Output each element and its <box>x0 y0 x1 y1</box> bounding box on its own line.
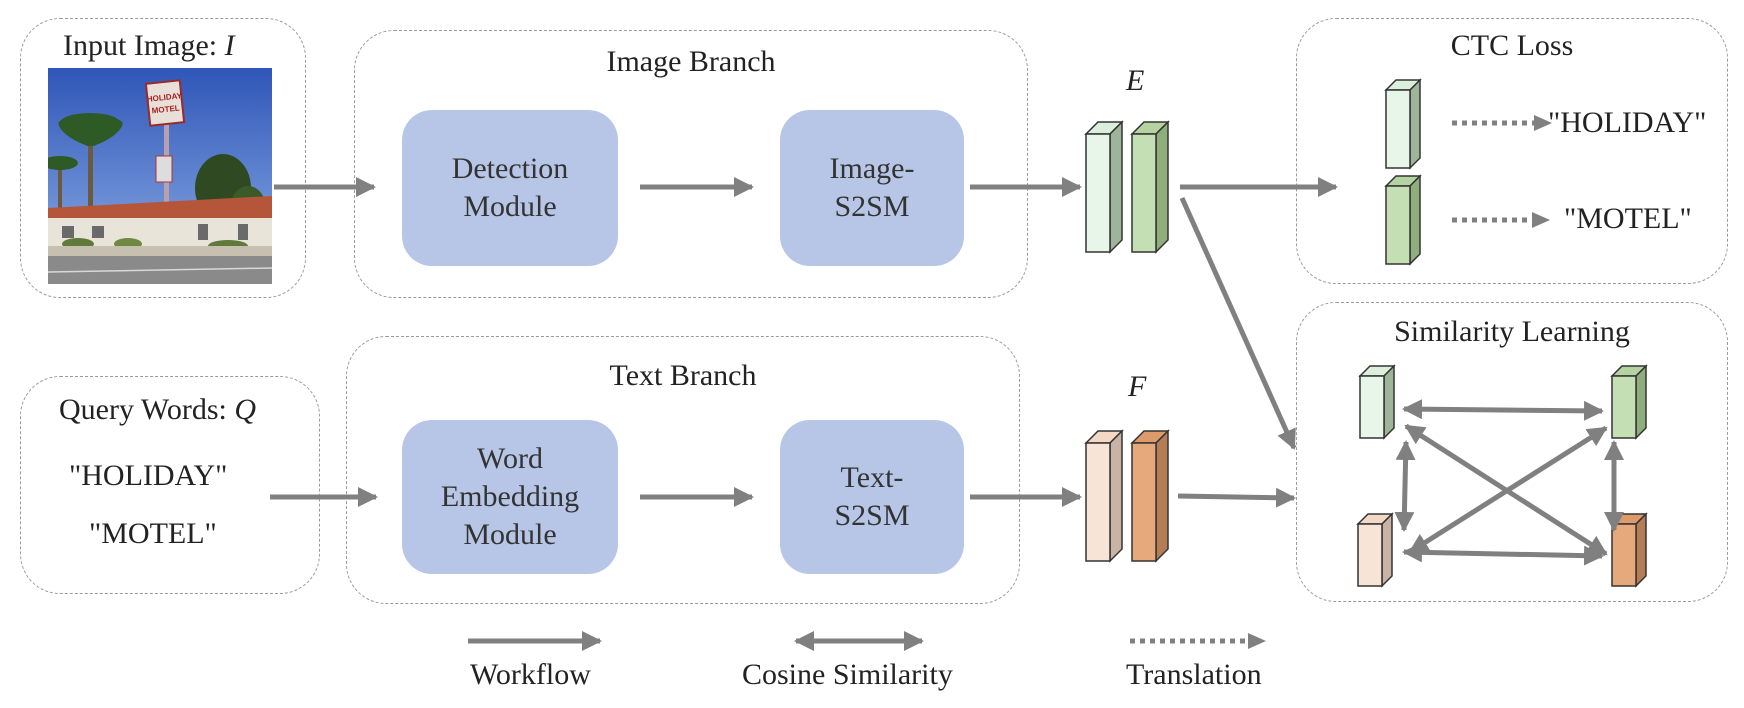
embedding-f-block-2 <box>1130 429 1170 563</box>
input-image-title: Input Image: I <box>63 29 235 63</box>
query-word-2: "MOTEL" <box>89 517 217 550</box>
embedding-f-symbol: F <box>1128 370 1147 403</box>
embedding-e-symbol: E <box>1126 64 1145 97</box>
embedding-f-block-1 <box>1084 429 1124 563</box>
ctc-loss-title: CTC Loss <box>1450 29 1574 62</box>
embedding-e-block-1 <box>1084 120 1124 254</box>
query-words-panel: Query Words: Q "HOLIDAY" "MOTEL" <box>20 376 320 594</box>
query-words-symbol: Q <box>234 393 257 426</box>
arrow-e-to-similarity <box>1179 196 1297 450</box>
query-word-1: "HOLIDAY" <box>69 459 228 492</box>
photo-sign-line1: HOLIDAY <box>146 91 183 104</box>
cosine-arrow-diag-2 <box>1408 425 1608 555</box>
text-s2sm-module: Text- S2SM <box>780 420 964 574</box>
image-s2sm-module: Image- S2SM <box>780 110 964 266</box>
legend-translation-arrowhead <box>1248 633 1266 649</box>
legend-translation-label: Translation <box>1126 658 1262 691</box>
similarity-learning-panel: Similarity Learning <box>1296 302 1728 602</box>
arrow-f-to-similarity <box>1177 487 1296 508</box>
ctc-output-holiday: "HOLIDAY" <box>1548 106 1707 139</box>
input-image-symbol: I <box>224 29 235 62</box>
legend-workflow-label: Workflow <box>470 658 591 691</box>
cosine-arrow-bottom <box>1402 542 1604 566</box>
word-embedding-module: Word Embedding Module <box>402 420 618 574</box>
input-image-panel: Input Image: I <box>20 18 306 298</box>
image-branch-title: Image Branch <box>606 45 776 78</box>
similarity-learning-title: Similarity Learning <box>1394 315 1630 348</box>
similarity-block-orange-dark <box>1610 512 1648 588</box>
input-photo: HOLIDAY MOTEL <box>48 68 272 284</box>
image-branch-panel: Image Branch <box>354 30 1028 298</box>
ctc-block-holiday <box>1384 78 1422 170</box>
text-branch-panel: Text Branch <box>346 336 1020 604</box>
detection-module: Detection Module <box>402 110 618 266</box>
similarity-block-green-dark <box>1610 364 1648 440</box>
text-branch-title: Text Branch <box>609 359 757 392</box>
query-words-title: Query Words: Q <box>59 393 256 427</box>
translation-arrowhead-motel <box>1532 212 1550 228</box>
similarity-block-orange-light <box>1356 512 1394 588</box>
ctc-block-motel <box>1384 174 1422 266</box>
ctc-loss-panel: CTC Loss <box>1296 18 1728 284</box>
translation-arrowhead-holiday <box>1534 115 1552 131</box>
embedding-e-block-2 <box>1130 120 1170 254</box>
query-words-title-text: Query Words: <box>59 393 227 426</box>
cosine-arrow-top <box>1402 399 1604 421</box>
ctc-output-motel: "MOTEL" <box>1564 202 1692 235</box>
cosine-arrow-left <box>1394 440 1416 532</box>
similarity-block-green-light <box>1358 364 1396 440</box>
legend-cosine-label: Cosine Similarity <box>742 658 953 691</box>
input-image-title-text: Input Image: <box>63 29 218 62</box>
photo-sign-line2: MOTEL <box>151 104 180 116</box>
